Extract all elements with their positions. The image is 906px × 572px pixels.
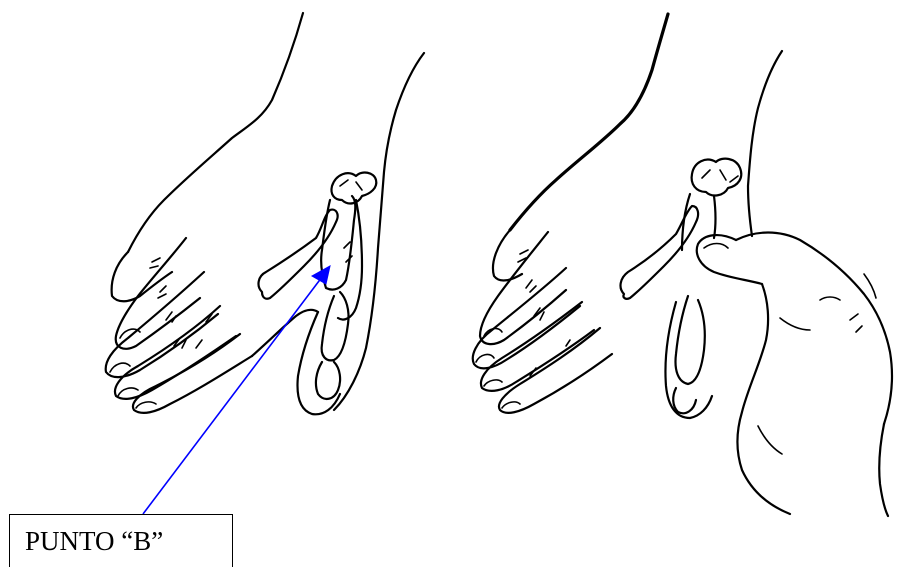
right-thumb-phalanx-bone <box>676 296 705 384</box>
right-fingernail <box>476 355 494 362</box>
point-b-label: PUNTO “B” <box>9 514 233 567</box>
examiner-hand-crease <box>820 297 840 300</box>
right-knuckle-mark <box>526 280 536 292</box>
examiner-hand-crease <box>850 314 862 332</box>
left-hand-illustration <box>106 13 424 414</box>
left-forearm-top-outline <box>128 13 303 252</box>
left-knuckle-mark <box>196 340 202 348</box>
right-thumb-phalanx-bone <box>673 388 696 413</box>
right-fingernail <box>484 380 502 386</box>
point-b-arrow <box>143 266 330 514</box>
right-ulna-bone <box>714 196 716 238</box>
left-ring-finger <box>115 306 236 399</box>
right-forearm-top-outline <box>510 14 668 230</box>
right-knuckle-mark <box>566 340 570 346</box>
left-thumb-web-outline <box>252 310 318 356</box>
left-hand-back-outline <box>112 252 172 301</box>
left-fingernail <box>136 402 156 408</box>
right-little-finger <box>499 328 612 413</box>
examiner-thumbnail <box>704 244 728 249</box>
left-forearm-right-outline <box>334 53 424 410</box>
left-fingernail <box>110 363 130 372</box>
right-carpal-bones <box>702 170 738 182</box>
examiner-hand-top-outline <box>736 233 892 425</box>
right-carpal-bones <box>692 159 742 196</box>
right-forearm-right-outline <box>748 51 782 236</box>
point-b-arrow-line <box>143 277 322 514</box>
right-middle-finger <box>473 268 580 368</box>
left-carpal-bones <box>340 180 362 190</box>
left-little-finger <box>133 334 252 413</box>
left-knuckle-mark <box>150 258 160 268</box>
left-thumb-phalanx-bone <box>322 292 349 360</box>
examiner-hand-crease <box>780 318 810 330</box>
left-knuckle-mark <box>158 286 166 298</box>
examiner-thumb-outline <box>697 235 762 284</box>
left-thumb-phalanx-bone <box>316 362 340 399</box>
examiner-wrist-outline <box>879 424 888 516</box>
examiner-hand-palm-outline <box>738 284 791 514</box>
examiner-hand-crease <box>864 274 876 298</box>
left-fingernail <box>118 388 138 396</box>
right-metacarpal-bone <box>621 206 699 299</box>
right-fingernail <box>502 402 520 408</box>
right-hand-back-outline <box>493 230 522 280</box>
right-hand-illustration <box>473 14 892 516</box>
examiner-hand-crease <box>758 426 782 454</box>
